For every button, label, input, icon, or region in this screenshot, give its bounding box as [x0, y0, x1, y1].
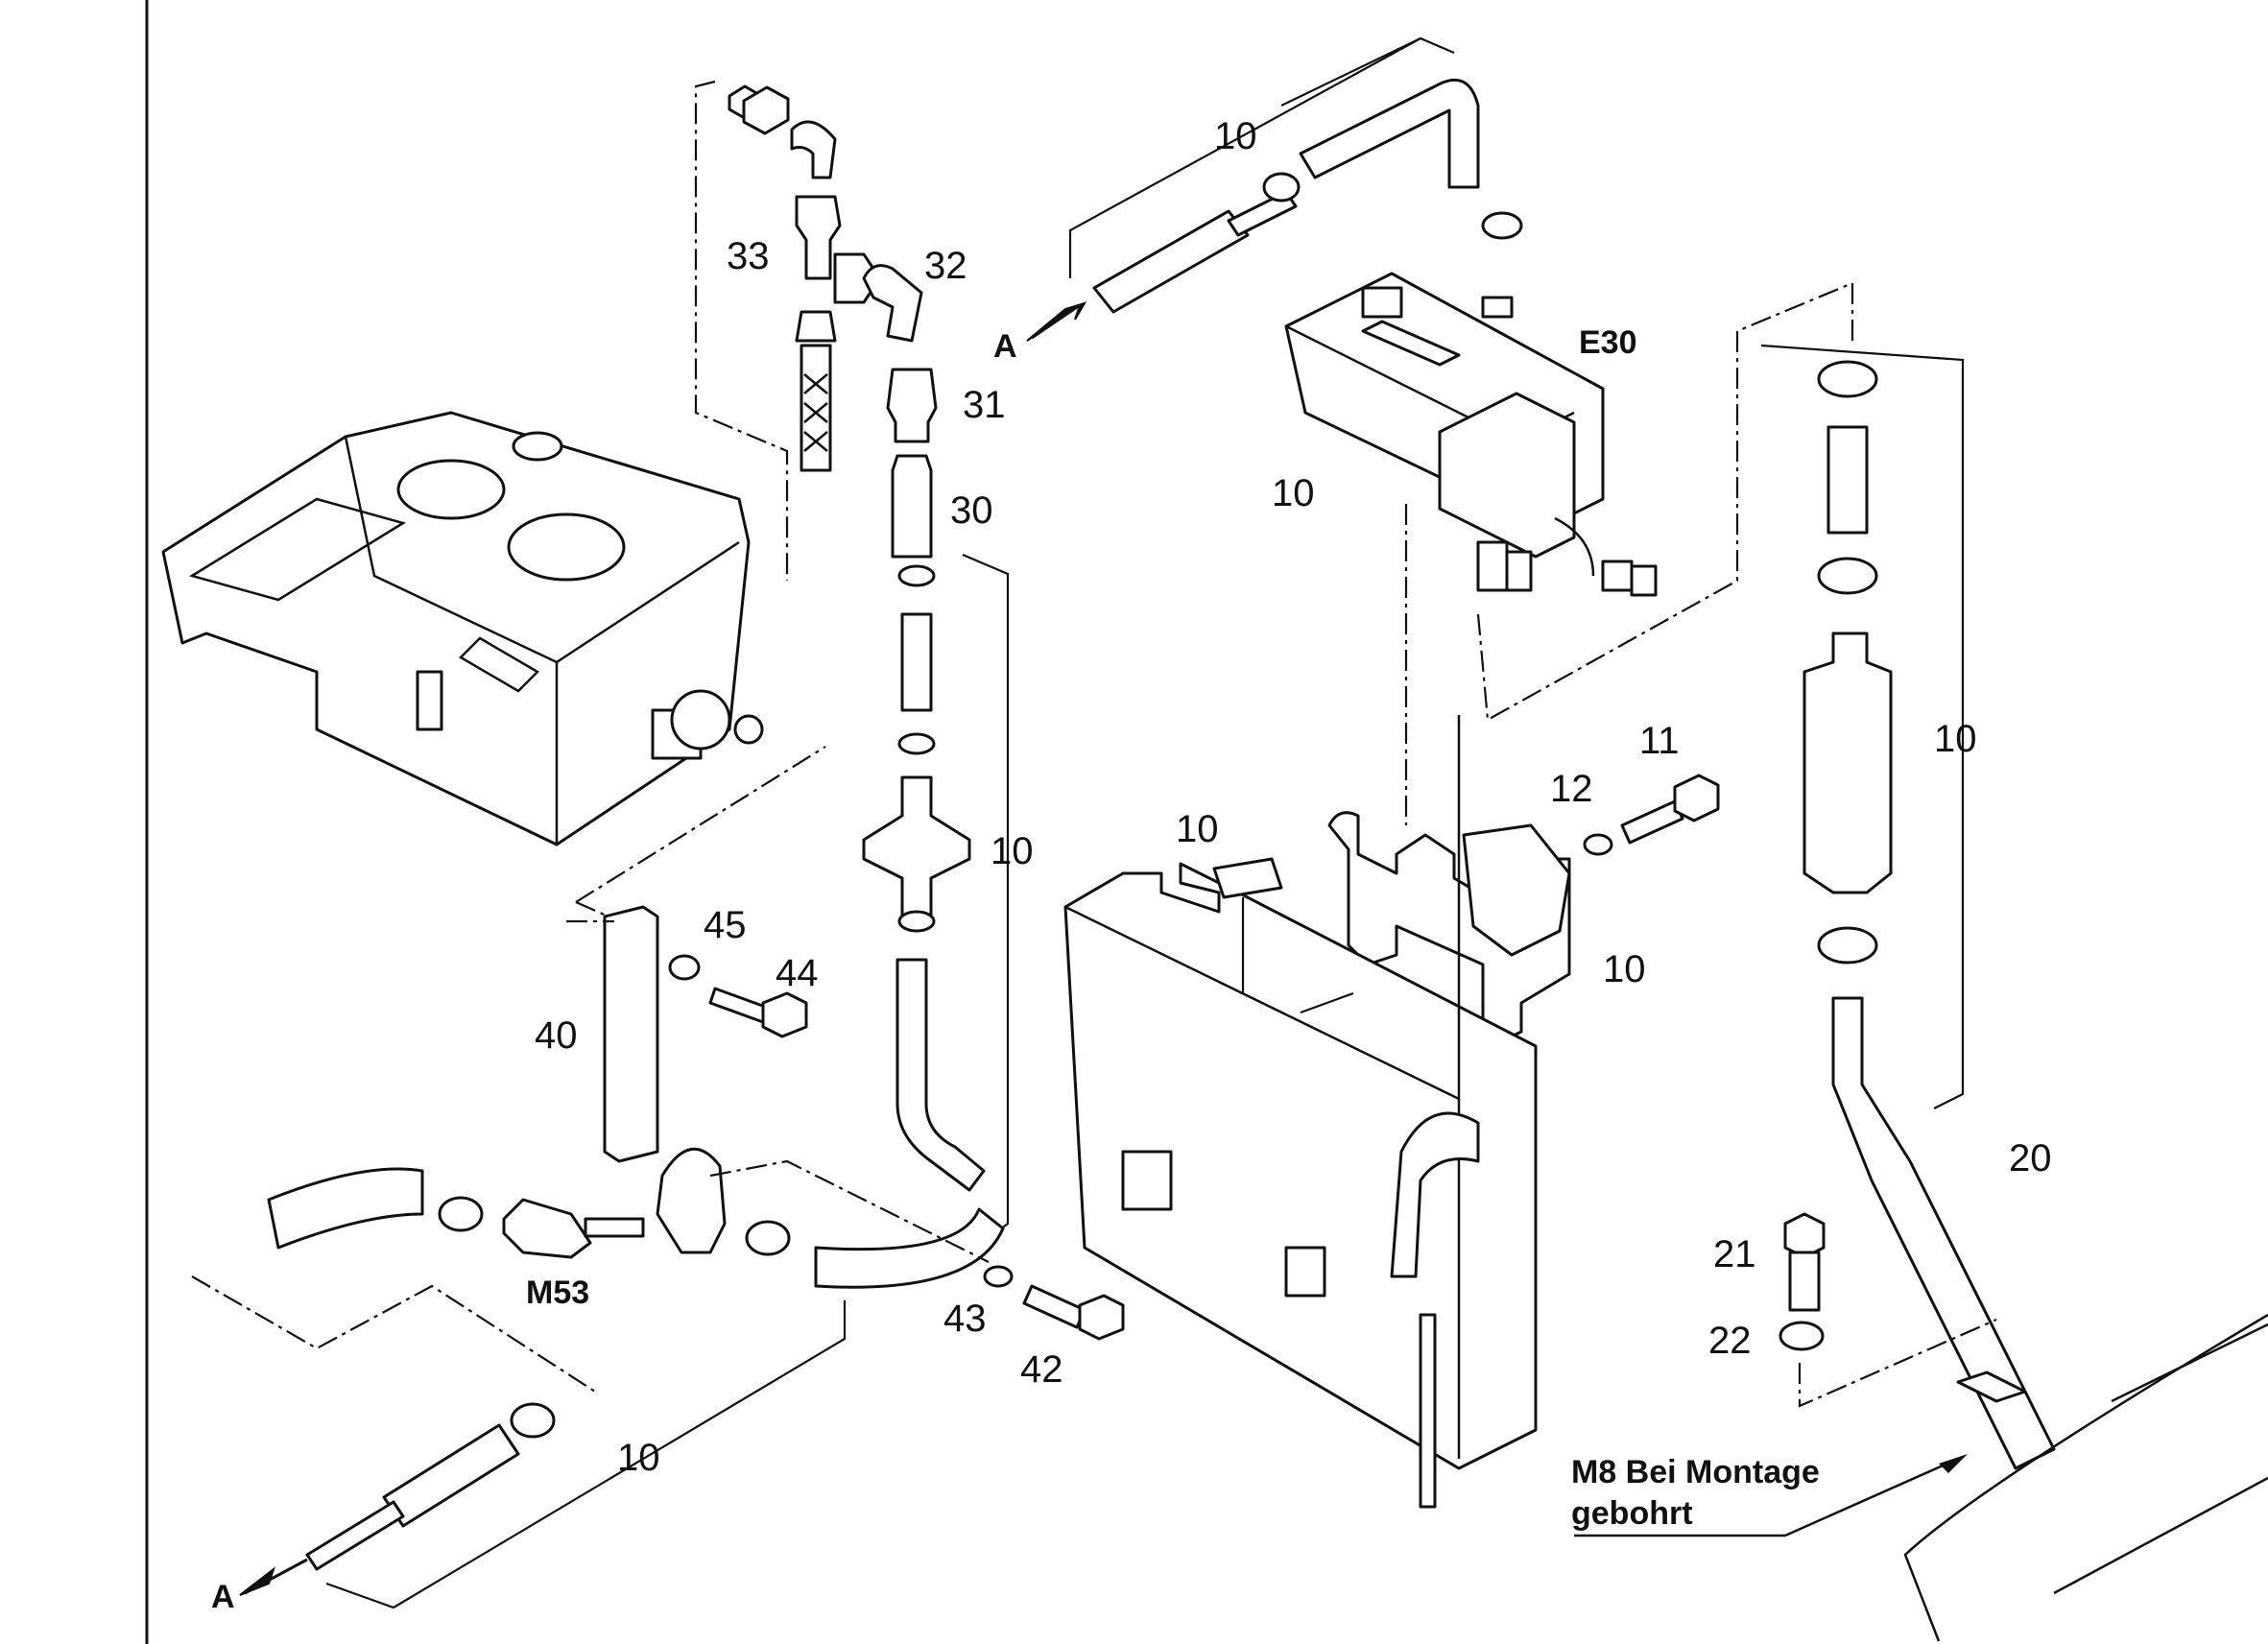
note-leader-diag: [1784, 1457, 1959, 1537]
label-10-fuel-column: 10: [991, 830, 1034, 872]
label-42: 42: [1020, 1348, 1063, 1391]
mount-plate: [1956, 1370, 2027, 1403]
label-44: 44: [776, 952, 819, 994]
label-e30: E30: [1579, 324, 1637, 361]
label-m53: M53: [526, 1275, 589, 1311]
bolt-11-12: [1583, 774, 1720, 856]
label-33: 33: [727, 235, 770, 277]
label-20: 20: [2009, 1137, 2052, 1179]
label-10-bottom: 10: [617, 1437, 660, 1479]
pump-m53: [267, 1147, 1005, 1289]
label-10-bracket: 10: [1603, 948, 1646, 990]
floor-outline-3: [2111, 1322, 2268, 1403]
bottom-hose: [305, 1402, 556, 1571]
label-10-cab: 10: [1176, 808, 1219, 850]
right-bracket: [1760, 344, 1965, 1109]
heater-e30: [1284, 272, 1658, 597]
label-12: 12: [1550, 768, 1593, 810]
mounting-bracket: [1327, 811, 1571, 1043]
bolt-42-43: [983, 1265, 1125, 1341]
tank-housing: [161, 411, 764, 846]
label-45: 45: [704, 904, 747, 946]
bolt-21-dashdot: [1798, 1318, 1997, 1408]
bolt-21-22: [1779, 1212, 1826, 1351]
label-22: 22: [1708, 1320, 1752, 1362]
fuel-group-bracket: [694, 80, 789, 581]
pump-dashdot: [191, 1275, 596, 1393]
label-a-bottom: A: [211, 1579, 235, 1615]
note-leader-arrow: [1939, 1454, 1968, 1473]
fuel-fittings: [728, 84, 923, 472]
strap-40: [603, 905, 808, 1163]
cab-bracket-lead: [1300, 991, 1354, 1014]
fuel-column-bracket: [962, 553, 1010, 1239]
label-32: 32: [924, 245, 967, 287]
label-31: 31: [963, 384, 1006, 426]
label-43: 43: [943, 1298, 987, 1340]
top-hose-bracket-2: [1280, 37, 1421, 107]
pump-dashdot-2: [709, 1159, 990, 1263]
exhaust-column: [1802, 360, 2056, 1470]
floor-outline: [1903, 1313, 2268, 1642]
note-mounting-line1: M8 Bei Montage: [1571, 1454, 1820, 1490]
arrow-a-bottom-pointer: [239, 1566, 275, 1596]
label-10-heater: 10: [1272, 472, 1315, 514]
fuel-pump-column: [862, 368, 986, 1192]
cab-panel: [1063, 715, 1538, 1509]
label-30: 30: [950, 489, 993, 532]
arrow-a-top-shaft: [1031, 303, 1081, 340]
heater-bracket: [1476, 281, 1853, 722]
cab-label-plate: [1212, 857, 1283, 899]
tank-dashdot-lead: [575, 746, 826, 903]
top-hose-bracket: [1068, 36, 1455, 278]
label-40: 40: [535, 1014, 578, 1057]
top-hose: [1092, 78, 1523, 314]
label-a-top: A: [993, 328, 1017, 365]
floor-outline-2: [2053, 1476, 2268, 1595]
label-21: 21: [1713, 1233, 1756, 1275]
note-mounting-line2: gebohrt: [1571, 1495, 1693, 1532]
bottom-hose-bracket: [325, 1300, 847, 1609]
label-10-top: 10: [1214, 115, 1257, 157]
label-10-right: 10: [1934, 718, 1977, 760]
label-11: 11: [1639, 720, 1680, 762]
